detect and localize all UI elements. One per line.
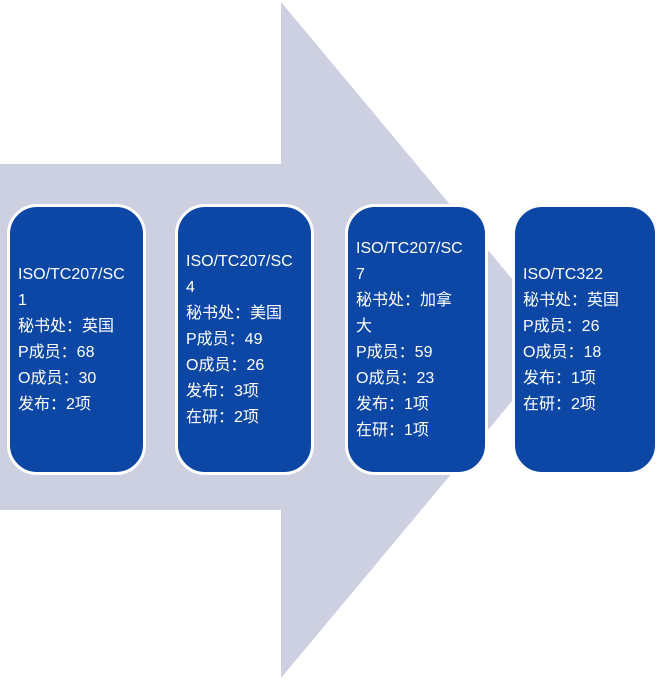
card-text-line: O成员：30 bbox=[18, 369, 97, 387]
card-text-line: 在研：2项 bbox=[186, 408, 259, 426]
card-text-line: 秘书处：英国 bbox=[523, 291, 620, 309]
card-text-line: ISO/TC207/SC bbox=[356, 239, 463, 257]
card-text-line: 秘书处：美国 bbox=[186, 304, 283, 322]
card-text-line: 秘书处：英国 bbox=[18, 317, 115, 335]
card-text-line: P成员：26 bbox=[523, 317, 600, 335]
card-text-line: 秘书处：加拿 bbox=[356, 291, 453, 309]
card-text-line: P成员：49 bbox=[186, 330, 263, 348]
card-text-line: 发布：2项 bbox=[18, 395, 91, 413]
card-text-line: P成员：68 bbox=[18, 343, 95, 361]
card-text-line: ISO/TC322 bbox=[523, 265, 604, 283]
card-text-line: 发布：3项 bbox=[186, 382, 259, 400]
card-text-line: ISO/TC207/SC bbox=[186, 252, 293, 270]
card-text-line: O成员：18 bbox=[523, 343, 602, 361]
card-text-line: 大 bbox=[356, 317, 373, 335]
card-text-line: 发布：1项 bbox=[356, 395, 429, 413]
card-text-line: 4 bbox=[186, 278, 195, 296]
card-text-line: 发布：1项 bbox=[523, 369, 596, 387]
card-text-line: 在研：2项 bbox=[523, 395, 596, 413]
card-text-line: 1 bbox=[18, 291, 27, 309]
card-text-line: O成员：23 bbox=[356, 369, 435, 387]
card-text-line: P成员：59 bbox=[356, 343, 433, 361]
card-text-line: O成员：26 bbox=[186, 356, 265, 374]
card-text-line: 在研：1项 bbox=[356, 421, 429, 439]
card-text-line: ISO/TC207/SC bbox=[18, 265, 125, 283]
card-text-line: 7 bbox=[356, 265, 365, 283]
